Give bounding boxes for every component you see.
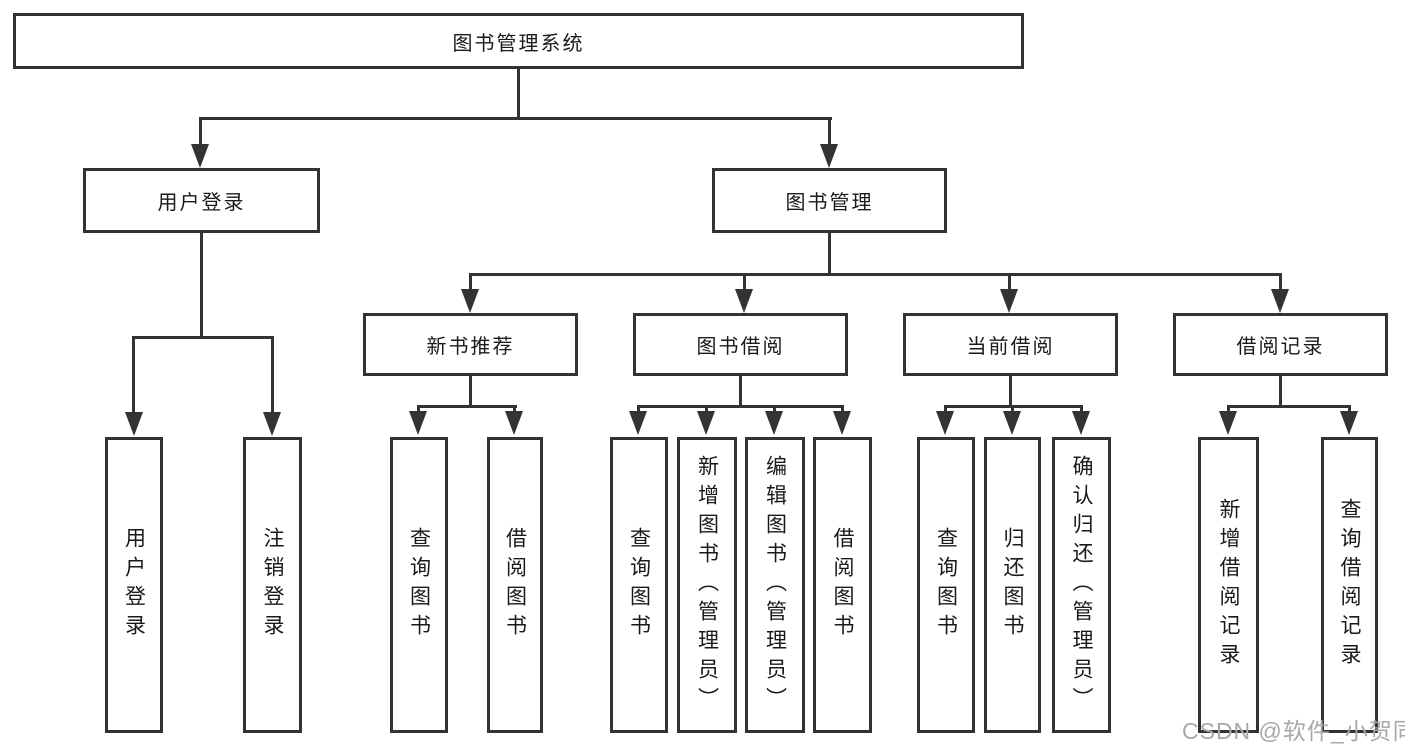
arrowhead-new-book bbox=[461, 289, 479, 313]
arrowhead-leaf bbox=[125, 412, 143, 436]
connector-leaf-drop bbox=[271, 336, 274, 415]
leaf-current-return-books: 归还图书 bbox=[984, 437, 1041, 733]
leaf-borrow-query-books: 查询图书 bbox=[610, 437, 668, 733]
leaf-current-query-books: 查询图书 bbox=[917, 437, 975, 733]
arrowhead-current-borrow bbox=[1000, 289, 1018, 313]
connector-user-login-drop bbox=[199, 117, 202, 147]
node-root: 图书管理系统 bbox=[13, 13, 1024, 69]
arrowhead-leaf bbox=[1340, 411, 1358, 435]
connector-leaf-drop bbox=[944, 405, 947, 415]
connector-leaf-drop bbox=[417, 405, 420, 415]
leaf-records-query-record: 查询借阅记录 bbox=[1321, 437, 1378, 733]
connector-records-stem bbox=[1279, 376, 1282, 407]
connector-level3-drop bbox=[1008, 273, 1011, 291]
leaf-records-add-record: 新增借阅记录 bbox=[1198, 437, 1259, 733]
node-borrow-records: 借阅记录 bbox=[1173, 313, 1388, 376]
connector-root-stem bbox=[517, 69, 520, 119]
node-user-login: 用户登录 bbox=[83, 168, 320, 233]
arrowhead-leaf bbox=[1072, 411, 1090, 435]
arrowhead-book-mgmt bbox=[820, 144, 838, 168]
connector-leaf-drop bbox=[637, 405, 640, 415]
leaf-borrow-borrow-books: 借阅图书 bbox=[813, 437, 872, 733]
connector-level3-drop bbox=[469, 273, 472, 291]
connector-leaf-drop bbox=[1011, 405, 1014, 415]
leaf-user-login: 用户登录 bbox=[105, 437, 163, 733]
connector-current-stem bbox=[1009, 376, 1012, 407]
connector-newbook-bar bbox=[417, 405, 517, 408]
connector-borrow-bar bbox=[637, 405, 844, 408]
connector-user-stem bbox=[200, 233, 203, 337]
leaf-newbook-query-books: 查询图书 bbox=[390, 437, 448, 733]
node-book-management: 图书管理 bbox=[712, 168, 947, 233]
arrowhead-book-borrow bbox=[735, 289, 753, 313]
connector-leaf-drop bbox=[513, 405, 516, 415]
connector-mgmt-stem bbox=[828, 233, 831, 275]
node-new-book-recommend: 新书推荐 bbox=[363, 313, 578, 376]
connector-borrow-stem bbox=[739, 376, 742, 407]
connector-leaf-drop bbox=[1227, 405, 1230, 415]
arrowhead-leaf bbox=[1219, 411, 1237, 435]
node-book-borrow: 图书借阅 bbox=[633, 313, 848, 376]
arrowhead-leaf bbox=[629, 411, 647, 435]
arrowhead-leaf bbox=[936, 411, 954, 435]
node-current-borrow: 当前借阅 bbox=[903, 313, 1118, 376]
arrowhead-leaf bbox=[505, 411, 523, 435]
connector-leaf-drop bbox=[1348, 405, 1351, 415]
connector-records-bar bbox=[1227, 405, 1351, 408]
arrowhead-leaf bbox=[765, 411, 783, 435]
arrowhead-leaf bbox=[697, 411, 715, 435]
connector-leaf-drop bbox=[1080, 405, 1083, 415]
leaf-borrow-add-books-admin: 新增图书（管理员） bbox=[677, 437, 737, 733]
arrowhead-user-login bbox=[191, 144, 209, 168]
connector-leaf-drop bbox=[841, 405, 844, 415]
arrowhead-leaf bbox=[833, 411, 851, 435]
arrowhead-leaf bbox=[409, 411, 427, 435]
connector-newbook-stem bbox=[469, 376, 472, 407]
arrowhead-leaf bbox=[263, 412, 281, 436]
leaf-newbook-borrow-books: 借阅图书 bbox=[487, 437, 543, 733]
connector-leaf-drop bbox=[705, 405, 708, 415]
connector-book-mgmt-drop bbox=[828, 117, 831, 147]
leaf-borrow-edit-books-admin: 编辑图书（管理员） bbox=[745, 437, 805, 733]
connector-level3-drop bbox=[743, 273, 746, 291]
connector-user-bar bbox=[132, 336, 274, 339]
leaf-logout: 注销登录 bbox=[243, 437, 302, 733]
csdn-watermark: CSDN @软件_小贺同学 bbox=[1182, 718, 1405, 744]
connector-level2-bar bbox=[199, 117, 832, 120]
arrowhead-leaf bbox=[1003, 411, 1021, 435]
connector-level3-drop bbox=[1279, 273, 1282, 291]
connector-leaf-drop bbox=[773, 405, 776, 415]
connector-level3-bar bbox=[469, 273, 1282, 276]
connector-leaf-drop bbox=[132, 336, 135, 415]
leaf-current-confirm-return-admin: 确认归还（管理员） bbox=[1052, 437, 1111, 733]
arrowhead-borrow-records bbox=[1271, 289, 1289, 313]
